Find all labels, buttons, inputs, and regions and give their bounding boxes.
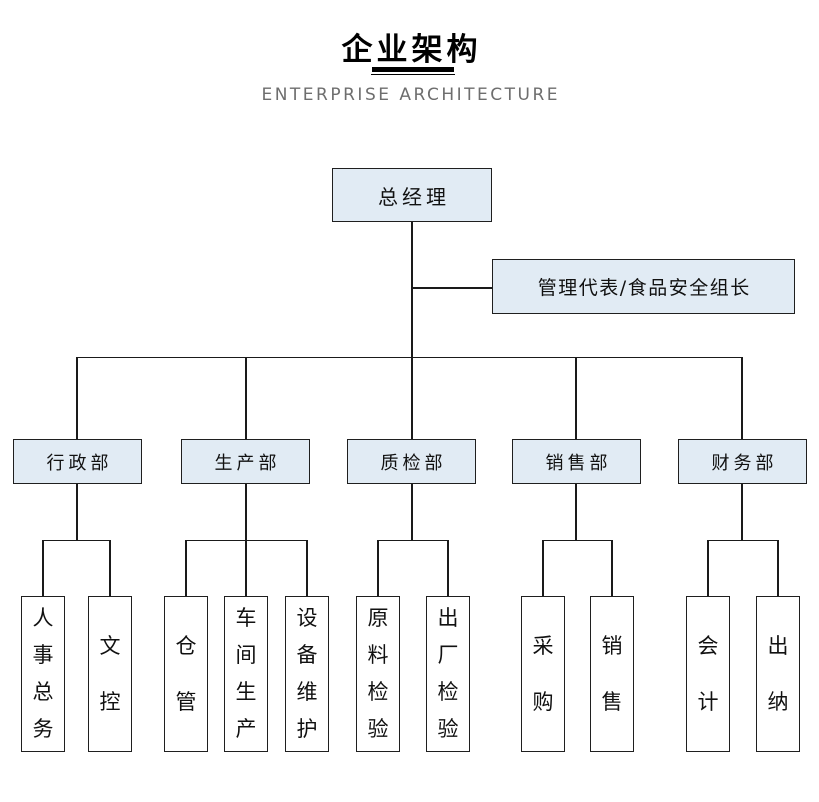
node-dept-production-label: 生产部 xyxy=(214,452,281,474)
connector-drop-administration xyxy=(76,357,78,439)
node-workshop-production: 车间生产 xyxy=(224,596,268,752)
node-hr-general-affairs-label: 人事总务 xyxy=(32,606,54,741)
node-warehouse-label: 仓管 xyxy=(175,634,197,714)
node-equipment-maintenance: 设备维护 xyxy=(285,596,329,752)
title-underline-thick xyxy=(372,67,454,72)
connector-drop-finance xyxy=(741,357,743,439)
node-purchasing: 采购 xyxy=(521,596,565,752)
connector-staff-branch xyxy=(412,287,492,289)
connector-drop-cashier xyxy=(777,540,779,596)
node-general-manager: 总经理 xyxy=(332,168,492,222)
node-cashier-label: 出纳 xyxy=(767,634,789,714)
node-dept-sales: 销售部 xyxy=(512,439,641,484)
node-outgoing-inspection: 出厂检验 xyxy=(426,596,470,752)
page-title: 企业架构 xyxy=(341,32,482,68)
connector-drop-raw-material-inspection xyxy=(377,540,379,596)
connector-drop-accounting xyxy=(707,540,709,596)
connector-drop-production xyxy=(245,357,247,439)
node-workshop-production-label: 车间生产 xyxy=(235,606,257,741)
connector-stem-finance xyxy=(741,484,743,540)
node-dept-sales-label: 销售部 xyxy=(545,452,612,474)
connector-drop-equipment-maintenance xyxy=(306,540,308,596)
connector-level2-bar-quality xyxy=(378,540,448,542)
node-dept-quality-label: 质检部 xyxy=(380,452,447,474)
node-raw-material-inspection-label: 原料检验 xyxy=(367,606,389,741)
node-accounting-label: 会计 xyxy=(697,634,719,714)
node-dept-administration: 行政部 xyxy=(13,439,142,484)
title-underline-thin xyxy=(371,73,455,76)
node-warehouse: 仓管 xyxy=(164,596,208,752)
connector-drop-workshop-production xyxy=(245,540,247,596)
node-dept-administration-label: 行政部 xyxy=(46,452,113,474)
connector-drop-sales xyxy=(575,357,577,439)
node-hr-general-affairs: 人事总务 xyxy=(21,596,65,752)
connector-root-trunk xyxy=(411,222,413,357)
node-dept-production: 生产部 xyxy=(181,439,310,484)
connector-drop-purchasing xyxy=(542,540,544,596)
connector-level1-bar xyxy=(77,357,743,359)
connector-level2-bar-sales xyxy=(543,540,612,542)
node-cashier: 出纳 xyxy=(756,596,800,752)
connector-drop-selling xyxy=(611,540,613,596)
connector-drop-quality xyxy=(411,357,413,439)
node-dept-finance: 财务部 xyxy=(678,439,807,484)
node-dept-quality: 质检部 xyxy=(347,439,476,484)
node-accounting: 会计 xyxy=(686,596,730,752)
connector-stem-quality xyxy=(411,484,413,540)
page-subtitle: ENTERPRISE ARCHITECTURE xyxy=(261,85,561,105)
node-equipment-maintenance-label: 设备维护 xyxy=(296,606,318,741)
node-dept-finance-label: 财务部 xyxy=(711,452,778,474)
node-raw-material-inspection: 原料检验 xyxy=(356,596,400,752)
node-selling-label: 销售 xyxy=(601,634,623,714)
node-general-manager-label: 总经理 xyxy=(378,184,450,209)
connector-level2-bar-administration xyxy=(43,540,110,542)
connector-drop-hr-general-affairs xyxy=(42,540,44,596)
node-management-representative: 管理代表/食品安全组长 xyxy=(492,259,795,314)
node-selling: 销售 xyxy=(590,596,634,752)
connector-level2-bar-finance xyxy=(708,540,778,542)
node-document-control-label: 文控 xyxy=(99,634,121,714)
connector-stem-administration xyxy=(76,484,78,540)
node-document-control: 文控 xyxy=(88,596,132,752)
connector-drop-document-control xyxy=(109,540,111,596)
connector-drop-outgoing-inspection xyxy=(447,540,449,596)
node-outgoing-inspection-label: 出厂检验 xyxy=(437,606,459,741)
node-management-representative-label: 管理代表/食品安全组长 xyxy=(537,277,751,299)
node-purchasing-label: 采购 xyxy=(532,634,554,714)
connector-stem-production xyxy=(245,484,247,540)
connector-drop-warehouse xyxy=(185,540,187,596)
connector-stem-sales xyxy=(575,484,577,540)
